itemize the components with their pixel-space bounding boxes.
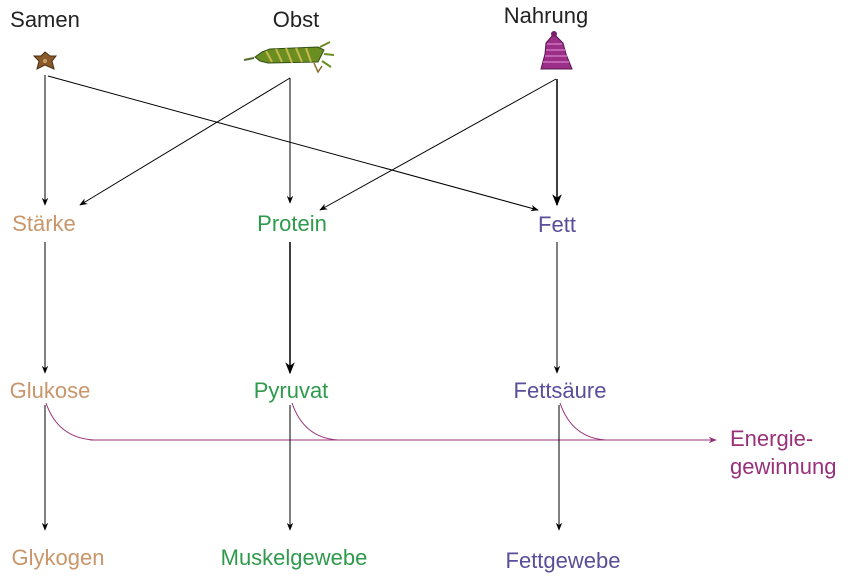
macro-label-protein: Protein [257,211,327,236]
intermediate-label-fettsaeure: Fettsäure [514,378,607,403]
curve-pyruvat-energy [291,402,339,441]
intermediate-label-pyruvat: Pyruvat [254,378,329,403]
macro-label-staerke: Stärke [12,211,76,236]
arrows-intermediate-to-store [41,405,563,531]
arrow-obst-staerke [79,77,291,206]
food-pile-icon [540,31,573,70]
source-label-samen: Samen [10,7,80,32]
intermediate-label-glukose: Glukose [10,378,91,403]
store-label-glykogen: Glykogen [12,545,105,570]
source-label-obst: Obst [273,7,319,32]
curve-glukose-energy [45,402,95,441]
arrow-samen-fett [47,75,539,212]
curve-fettsaeure-energy [559,402,607,441]
arrows-macro-to-intermediate [41,242,561,375]
seed-icon [32,51,58,70]
store-label-fettgewebe: Fettgewebe [506,548,621,573]
source-label-nahrung: Nahrung [504,3,588,28]
macro-label-fett: Fett [538,212,576,237]
energy-label-line2: gewinnung [730,454,836,479]
arrow-nahrung-protein [319,78,557,211]
energy-label-line1: Energie- [730,426,813,451]
fruit-icon [243,41,335,74]
arrows-source-to-macro [41,75,562,212]
store-label-muskelgewebe: Muskelgewebe [221,545,368,570]
energy-branch [45,402,717,444]
